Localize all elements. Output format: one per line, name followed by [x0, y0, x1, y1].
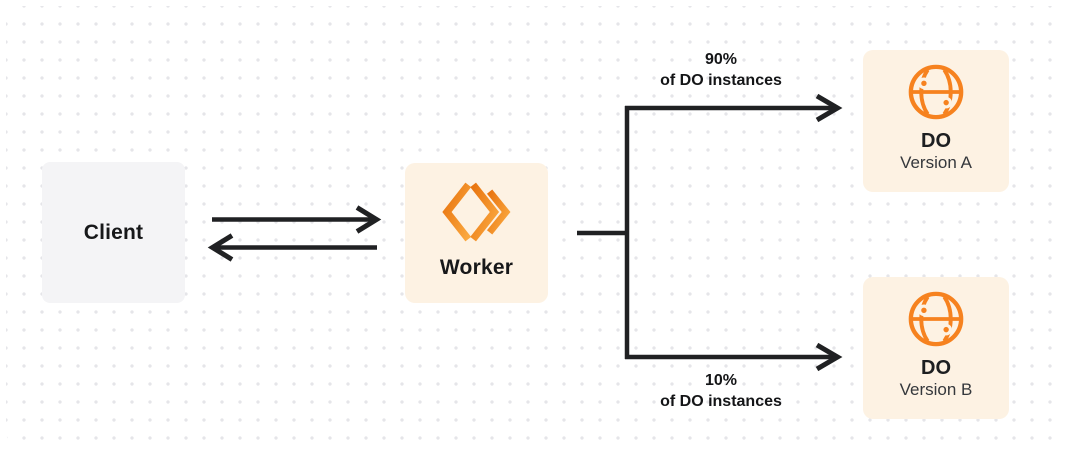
worker-label: Worker — [439, 256, 514, 279]
do-a-subtitle: Version A — [900, 153, 972, 172]
do-a-title: DO — [921, 130, 951, 152]
do-b-subtitle: Version B — [899, 380, 973, 399]
branch-top-label: 90% of DO instances — [626, 49, 816, 91]
worker-node: Worker — [405, 163, 548, 303]
client-to-worker-arrow — [212, 205, 382, 234]
do-version-a-node: DO Version A — [863, 50, 1009, 192]
durable-object-globe-icon — [908, 291, 964, 347]
client-node: Client — [42, 162, 185, 303]
durable-object-globe-icon — [908, 64, 964, 120]
branch-bottom-label: 10% of DO instances — [626, 370, 816, 412]
client-label: Client — [83, 220, 144, 244]
cloudflare-workers-logo-icon — [441, 182, 510, 242]
branch-top-percent: 90% — [704, 51, 738, 68]
branch-top-caption: of DO instances — [660, 72, 782, 89]
do-b-title: DO — [921, 357, 951, 379]
branch-top-arrow — [625, 93, 843, 123]
do-version-b-node: DO Version B — [863, 277, 1009, 419]
branch-bottom-arrow — [625, 342, 843, 372]
branch-bottom-caption: of DO instances — [660, 393, 782, 410]
branch-bottom-percent: 10% — [704, 372, 738, 389]
worker-to-client-arrow — [207, 233, 377, 262]
